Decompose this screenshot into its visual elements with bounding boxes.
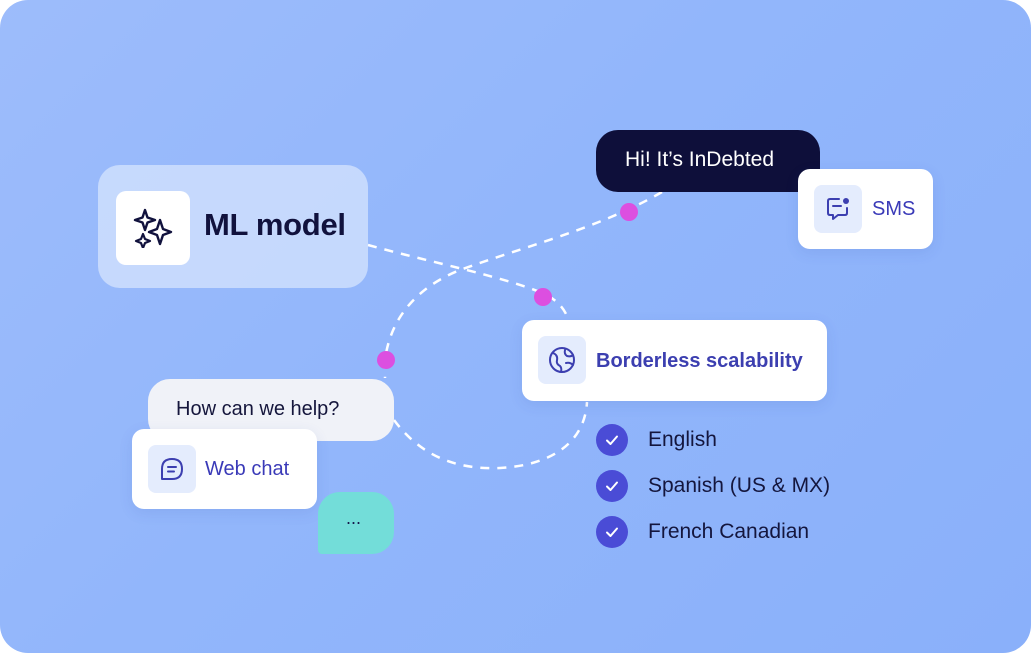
check-icon (596, 424, 628, 456)
sms-message-text: Hi! It’s InDebted (625, 148, 775, 171)
connector-webchat-to-borderless (392, 401, 589, 470)
dot-borderless (534, 288, 552, 306)
sms-channel-label: SMS (872, 198, 916, 220)
borderless-scalability-label: Borderless scalability (596, 350, 803, 372)
sparkles-icon (116, 191, 190, 265)
language-label: Spanish (US & MX) (648, 474, 831, 497)
language-label: French Canadian (648, 520, 810, 543)
connector-sms-loop (383, 190, 663, 378)
web-chat-channel-label: Web chat (205, 458, 290, 480)
ml-model-card: ML model (98, 165, 368, 288)
message-alert-icon (814, 185, 862, 233)
dot-sms (620, 203, 638, 221)
web-chat-channel-card: Web chat (132, 429, 317, 509)
typing-indicator-bubble: ... (318, 492, 394, 554)
sms-message-bubble: Hi! It’s InDebted (596, 130, 820, 192)
connector-ml-to-borderless (367, 243, 569, 317)
check-icon (596, 470, 628, 502)
check-icon (596, 516, 628, 548)
chat-bubble-icon (148, 445, 196, 493)
ml-model-label: ML model (204, 207, 346, 242)
typing-indicator-text: ... (346, 508, 362, 528)
dot-webchat (377, 351, 395, 369)
web-chat-message-text: How can we help? (176, 398, 340, 420)
globe-icon (538, 336, 586, 384)
sms-channel-card: SMS (798, 169, 933, 249)
language-label: English (648, 428, 717, 451)
borderless-scalability-card: Borderless scalability (522, 320, 827, 401)
